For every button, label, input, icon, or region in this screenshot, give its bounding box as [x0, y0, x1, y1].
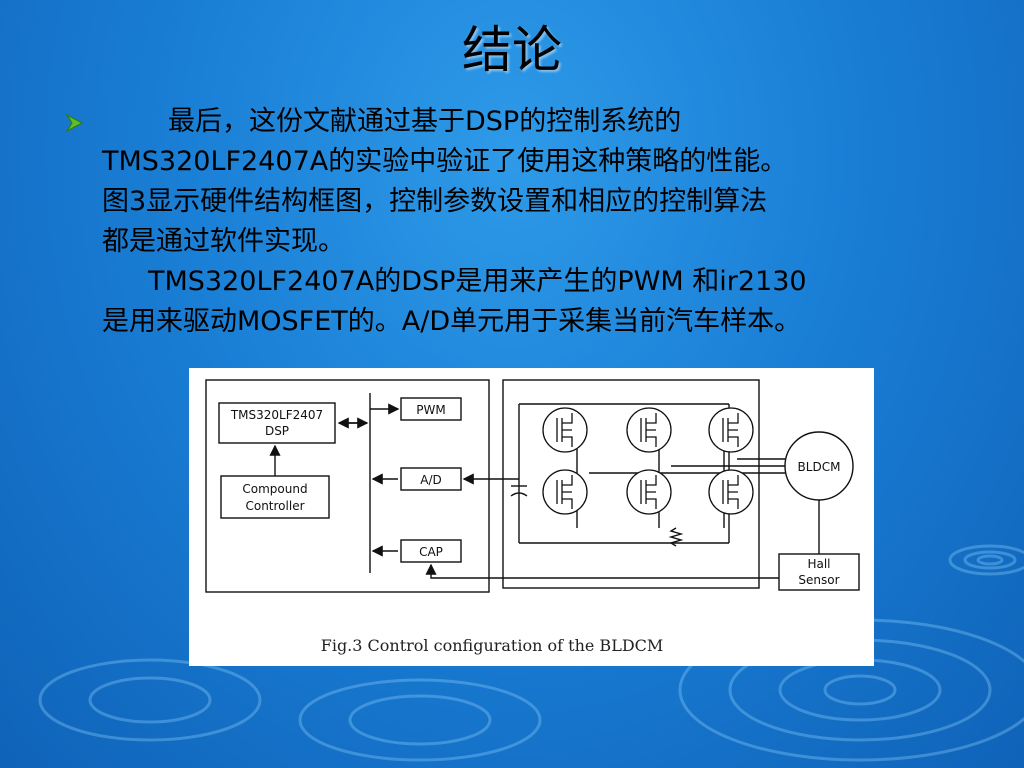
paragraph-line: TMS320LF2407A的实验中验证了使用这种策略的性能。	[102, 146, 788, 177]
mosfet-icon	[542, 469, 588, 515]
paragraph-line: 是用来驱动MOSFET的。A/D单元用于采集当前汽车样本。	[102, 306, 802, 337]
cap-label: CAP	[419, 545, 443, 559]
dsp-block	[218, 402, 336, 444]
mosfet-icon	[542, 407, 588, 453]
controller-label: Controller	[245, 499, 304, 513]
ad-block	[400, 467, 462, 491]
mosfet-icon	[626, 407, 672, 453]
paragraph-line: TMS320LF2407A的DSP是用来产生的PWM 和ir2130	[148, 266, 807, 297]
paragraph-line: 图3显示硬件结构框图，控制参数设置和相应的控制算法	[102, 186, 768, 217]
hall-label: Hall	[807, 557, 830, 571]
motor-label: BLDCM	[798, 460, 841, 474]
inverter-box	[502, 379, 760, 589]
dsp-label: TMS320LF2407	[230, 408, 323, 422]
mosfet-icon	[626, 469, 672, 515]
pwm-label: PWM	[416, 403, 445, 417]
cap-block	[400, 539, 462, 563]
hall-label: Sensor	[798, 573, 839, 587]
slide-title: 结论	[462, 21, 562, 79]
mosfet-icon	[708, 407, 754, 453]
mosfet-icon	[708, 469, 754, 515]
figure-caption: Fig.3 Control configuration of the BLDCM	[321, 636, 664, 655]
body-text: 最后，这份文献通过基于DSP的控制系统的 TMS320LF2407A的实验中验证…	[102, 102, 982, 342]
controller-label: Compound	[242, 482, 307, 496]
ad-label: A/D	[420, 473, 442, 487]
arrow-bullet-icon	[65, 113, 84, 133]
pwm-block	[400, 397, 462, 421]
dsp-label: DSP	[265, 424, 289, 438]
paragraph-line: 都是通过软件实现。	[102, 226, 345, 257]
hardware-block-diagram: TMS320LF2407 DSP Compound Controller PWM…	[189, 368, 874, 666]
hall-sensor-block	[778, 553, 860, 591]
controller-board-box	[205, 379, 490, 593]
paragraph-line: 最后，这份文献通过基于DSP的控制系统的	[168, 106, 682, 137]
